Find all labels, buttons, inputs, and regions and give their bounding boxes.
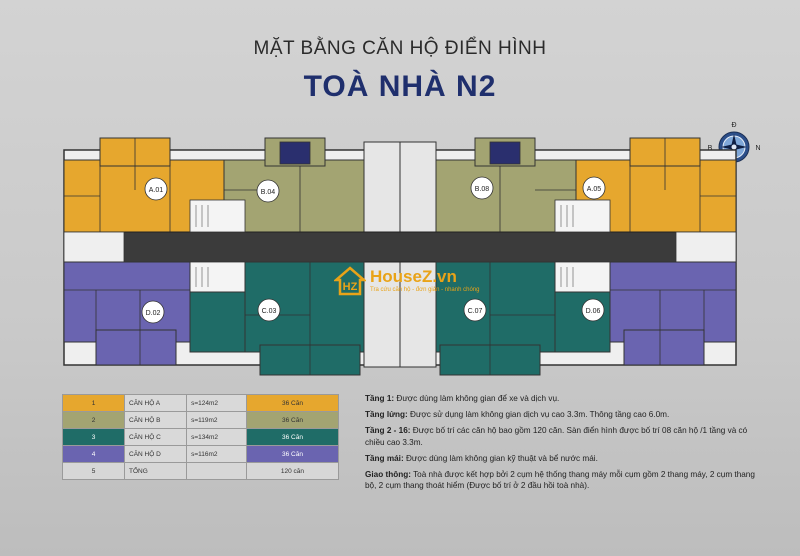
note-text: Được bố trí các căn hộ bao gồm 120 căn. … [365,426,748,447]
unit-label-a05: A.05 [587,186,602,193]
unit-c07 [435,261,611,376]
compass-east-label: N [755,145,760,152]
floor-notes: Tầng 1: Được dùng làm không gian để xe v… [365,393,765,496]
note-title: Tầng 2 - 16: [365,426,411,436]
note-title: Giao thông: [365,470,411,480]
legend-name: CĂN HỘ A [124,394,188,412]
unit-label-c03: C.03 [262,308,277,315]
note-text: Được sử dụng làm không gian dịch vụ cao … [407,410,670,420]
note-text: Được dùng làm không gian kỹ thuật và bể … [403,453,598,463]
note-title: Tầng 1: [365,394,395,403]
legend-num: 1 [61,394,126,412]
legend-count: 36 Căn [245,411,340,429]
compass-west-label: B [708,145,713,152]
legend-row: 1 CĂN HỘ A s=124m2 36 Căn [61,394,340,412]
legend-name: CĂN HỘ D [124,445,188,463]
note-text: Toà nhà được kết hợp bởi 2 cụm hệ thống … [365,470,755,491]
legend-area: s=116m2 [186,445,247,463]
legend-name: CĂN HỘ B [124,411,188,429]
legend-num: 3 [61,428,126,446]
unit-label-d02: D.02 [146,310,161,317]
legend-count: 36 Căn [245,394,340,412]
page-title: TOÀ NHÀ N2 [303,70,497,103]
note-floors-2-16: Tầng 2 - 16: Được bố trí các căn hộ bao … [365,425,765,447]
page-subtitle: MẶT BẰNG CĂN HỘ ĐIỂN HÌNH [253,38,547,59]
unit-label-b08: B.08 [475,186,490,193]
note-text: Được dùng làm không gian để xe và dịch v… [394,394,560,403]
legend-total-row: 5 TỔNG 120 căn [61,462,340,480]
legend-total-name: TỔNG [124,462,188,480]
legend-row: 4 CĂN HỘ D s=116m2 36 Căn [61,445,340,463]
legend-num: 2 [61,411,126,429]
unit-label-a01: A.01 [149,187,164,194]
legend-area: s=119m2 [186,411,247,429]
unit-d02 [63,261,191,366]
legend-total-area [186,462,247,480]
legend-name: CĂN HỘ C [124,428,188,446]
legend-area: s=134m2 [186,428,247,446]
legend-row: 3 CĂN HỘ C s=134m2 36 Căn [61,428,340,446]
unit-d06 [609,261,737,366]
legend-row: 2 CĂN HỘ B s=119m2 36 Căn [61,411,340,429]
note-roof: Tầng mái: Được dùng làm không gian kỹ th… [365,453,765,464]
note-title: Tầng mái: [365,453,404,463]
legend-area: s=124m2 [186,394,247,412]
note-circulation: Giao thông: Toà nhà được kết hợp bởi 2 c… [365,469,765,491]
unit-label-c07: C.07 [468,308,483,315]
legend-num: 4 [61,445,126,463]
note-mezzanine: Tầng lửng: Được sử dụng làm không gian d… [365,409,765,420]
note-floor-1: Tầng 1: Được dùng làm không gian để xe v… [365,393,765,404]
unit-b04 [223,137,365,233]
legend-count: 36 Căn [245,428,340,446]
apartment-legend-table: 1 CĂN HỘ A s=124m2 36 Căn 2 CĂN HỘ B s=1… [61,394,340,480]
compass-north-label: Đ [731,122,736,129]
unit-label-d06: D.06 [586,308,601,315]
legend-total-num: 5 [61,462,126,480]
note-title: Tầng lửng: [365,410,408,420]
floor-plan: A.01 B.04 B.08 A.05 D.02 C.03 C.07 D.06 [63,137,737,376]
unit-label-b04: B.04 [261,189,276,196]
legend-count: 36 Căn [245,445,340,463]
legend-total-count: 120 căn [245,462,340,480]
